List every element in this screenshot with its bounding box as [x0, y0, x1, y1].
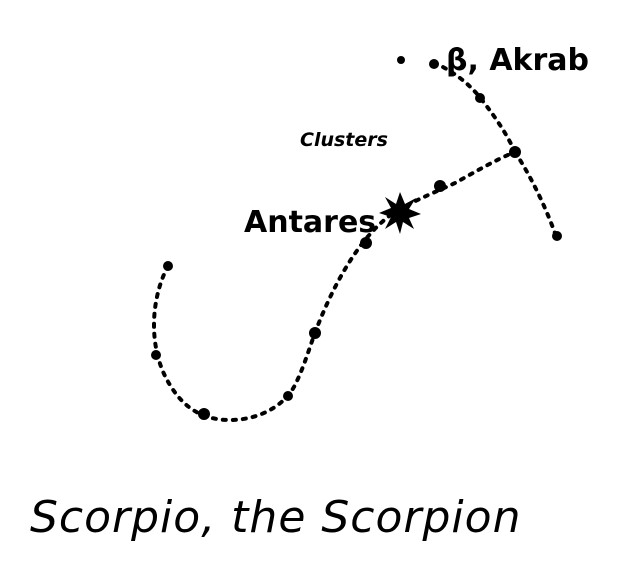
- akrab-label: β, Akrab: [446, 43, 589, 78]
- claw-lower-line: [513, 150, 558, 238]
- star-akrab: [429, 59, 439, 69]
- star-body-2: [360, 237, 372, 249]
- star-tail-tip: [163, 261, 173, 271]
- diagram-caption: Scorpio, the Scorpion: [30, 492, 522, 543]
- scorpion-head-arc-line: [396, 150, 517, 212]
- star-tail-2: [198, 408, 210, 420]
- star-head: [509, 146, 521, 158]
- star-isolated: [397, 56, 405, 64]
- clusters-label: Clusters: [300, 129, 388, 151]
- star-claw-lower: [552, 231, 562, 241]
- star-claw-upper-1: [475, 93, 485, 103]
- star-body-3: [434, 180, 446, 192]
- star-body-1: [309, 327, 321, 339]
- antares-label: Antares: [244, 205, 376, 240]
- star-tail-3: [283, 391, 293, 401]
- star-tail-1: [151, 350, 161, 360]
- star-burst-icon: [379, 192, 421, 234]
